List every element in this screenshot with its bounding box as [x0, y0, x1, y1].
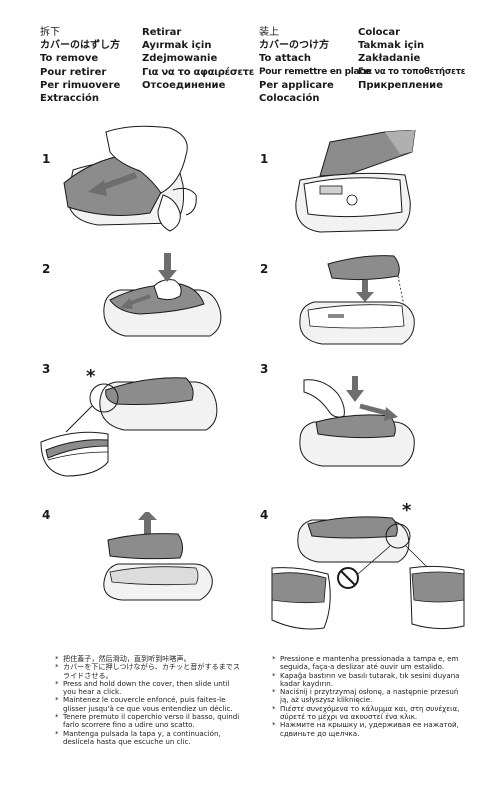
attach-title-tr: Takmak için: [358, 40, 425, 52]
attach-step-3-number: 3: [260, 362, 269, 376]
attach-title-ru: Прикрепление: [358, 79, 443, 91]
remove-step-1-illustration: [63, 125, 197, 232]
attach-title-it: Per applicare: [259, 79, 334, 91]
remove-title-ru: Отсоединение: [142, 79, 226, 91]
attach-step-1-illustration: [295, 130, 416, 233]
remove-titles-col1: 拆下 カバーのはずし方 To remove Pour retirer Per r…: [40, 26, 120, 105]
remove-note-it: *Tenere premuto il coperchio verso il ba…: [55, 712, 240, 730]
remove-note-zh: *把住蓋子，然后滑动，直到听到咔嗒声。: [55, 654, 191, 663]
remove-notes: *把住蓋子，然后滑动，直到听到咔嗒声。 *カバーを下に押しつけながら、カチッと音…: [55, 654, 240, 746]
remove-note-ja: *カバーを下に押しつけながら、カチッと音がするまでスライドさせる。: [55, 662, 240, 680]
remove-title-zh: 拆下: [40, 27, 60, 38]
attach-step-3-illustration: [299, 376, 415, 467]
remove-titles-col2: Retirar Ayırmak için Zdejmowanie Για να …: [142, 26, 254, 92]
remove-note-fr: *Maintenez le couvercle enfoncé, puis fa…: [55, 695, 233, 713]
remove-step-1-number: 1: [42, 152, 51, 166]
attach-title-el: Για να το τοποθετήσετε: [358, 66, 466, 77]
remove-title-pl: Zdejmowanie: [142, 53, 218, 65]
remove-step-4-illustration: [103, 512, 213, 601]
attach-note-pt: *Pressione e mantenha pressionada a tamp…: [272, 654, 459, 672]
remove-title-es: Extracción: [40, 93, 100, 105]
attach-title-fr: Pour remettre en place: [259, 66, 371, 77]
remove-step-3-asterisk: *: [86, 366, 96, 387]
attach-note-tr: *Kapağa bastırın ve basılı tutarak, tık …: [272, 670, 460, 688]
remove-title-el: Για να το αφαιρέσετε: [142, 66, 255, 78]
attach-step-4-illustration: [271, 516, 465, 630]
attach-step-4-number: 4: [260, 508, 269, 522]
attach-step-4-asterisk: *: [402, 500, 412, 521]
attach-titles-col1: 装上 カバーのつけ方 To attach Pour remettre en pl…: [259, 26, 370, 105]
attach-title-es: Colocación: [259, 93, 320, 105]
remove-title-pt: Retirar: [142, 27, 182, 38]
remove-step-2-number: 2: [42, 262, 51, 276]
remove-step-4-number: 4: [42, 508, 51, 522]
remove-step-3-illustration: [40, 377, 218, 477]
remove-note-en: *Press and hold down the cover, then sli…: [55, 678, 230, 697]
attach-title-pt: Colocar: [358, 27, 401, 38]
attach-title-zh: 装上: [259, 27, 279, 38]
attach-note-pl: *Naciśnij i przytrzymaj osłonę, a następ…: [272, 687, 459, 705]
attach-note-el: *Πιέστε συνεχόμενα το κάλυμμα και, στη σ…: [272, 703, 460, 722]
remove-section: 拆下 カバーのはずし方 To remove Pour retirer Per r…: [0, 0, 254, 800]
remove-step-2-illustration: [103, 253, 222, 337]
attach-title-ja: カバーのつけ方: [259, 40, 329, 52]
attach-step-2-number: 2: [260, 262, 269, 276]
attach-title-en: To attach: [259, 53, 311, 65]
attach-note-ru: *Нажмите на крышку и, удерживая ее нажат…: [272, 720, 459, 738]
attach-notes: *Pressione e mantenha pressionada a tamp…: [272, 654, 464, 738]
remove-note-es: *Mantenga pulsada la tapa y, a continuac…: [55, 728, 221, 746]
attach-section: 装上 カバーのつけ方 To attach Pour remettre en pl…: [246, 0, 492, 800]
attach-step-1-number: 1: [260, 152, 269, 166]
remove-title-it: Per rimuovere: [40, 79, 121, 91]
remove-title-fr: Pour retirer: [40, 66, 107, 78]
remove-title-ja: カバーのはずし方: [40, 40, 120, 52]
remove-title-tr: Ayırmak için: [142, 40, 212, 52]
remove-title-en: To remove: [40, 53, 99, 65]
remove-step-3-number: 3: [42, 362, 51, 376]
attach-step-2-illustration: [299, 255, 415, 345]
attach-titles-col2: Colocar Takmak için Zakładanie Για να το…: [358, 26, 465, 92]
attach-title-pl: Zakładanie: [358, 53, 421, 65]
